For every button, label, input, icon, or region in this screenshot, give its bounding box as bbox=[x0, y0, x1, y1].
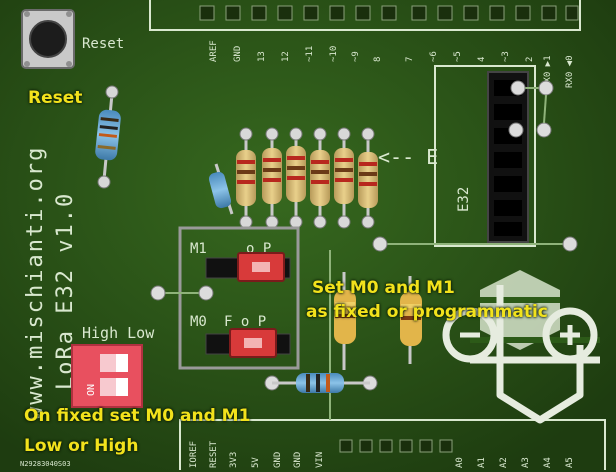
blue-resistor-mid bbox=[208, 163, 234, 215]
pin-label: A4 bbox=[543, 457, 553, 468]
pulldown-resistors bbox=[334, 272, 422, 370]
top-header-outline bbox=[149, 0, 581, 31]
pin-label: IOREF bbox=[189, 441, 199, 468]
txrx-pads bbox=[508, 80, 554, 138]
jumper-m0-label: M0 bbox=[190, 314, 207, 330]
pin-label: A0 bbox=[455, 457, 465, 468]
dip-switch bbox=[71, 344, 143, 408]
pin-label: ~5 bbox=[453, 51, 463, 62]
callout-fixed-line2: Low or High bbox=[24, 436, 139, 456]
serial-number: N29283040S03 bbox=[20, 460, 71, 468]
pin-label: A3 bbox=[521, 457, 531, 468]
pin-label: 3V3 bbox=[229, 452, 239, 468]
reset-resistor bbox=[95, 85, 121, 189]
pin-label: TX0 ▶1 bbox=[543, 55, 553, 88]
jumper-m1-label: M1 bbox=[190, 241, 207, 257]
pin-label: A1 bbox=[477, 457, 487, 468]
top-header-pins bbox=[199, 5, 579, 21]
callout-set-m0-m1-line2: as fixed or programmatic bbox=[306, 302, 548, 322]
high-low-label: High Low bbox=[82, 324, 155, 342]
e32-silk-label: E32 bbox=[456, 187, 472, 212]
pin-label: ~6 bbox=[429, 51, 439, 62]
reset-silk-label: Reset bbox=[82, 36, 124, 52]
pin-label: RX0 ◀0 bbox=[565, 55, 575, 88]
jumper-m1 bbox=[205, 252, 291, 282]
vias bbox=[150, 236, 578, 391]
pin-label: VIN bbox=[315, 452, 325, 468]
pin-label: AREF bbox=[209, 40, 219, 62]
jumper-box-outline bbox=[178, 226, 300, 370]
jumper-m0-options: F o P bbox=[224, 314, 266, 330]
pin-label: 8 bbox=[373, 57, 383, 62]
dip-on-label: ON bbox=[86, 384, 97, 396]
pin-label: RESET bbox=[209, 440, 219, 468]
pin-label: ~9 bbox=[351, 51, 361, 62]
pin-label: 4 bbox=[477, 57, 487, 62]
brand-vertical-text: www.mischianti.org bbox=[23, 146, 48, 420]
pin-label: GND bbox=[293, 452, 303, 468]
callout-set-m0-m1-line1: Set M0 and M1 bbox=[312, 278, 455, 298]
pin-label: GND bbox=[273, 452, 283, 468]
callout-fixed-line1: On fixed set M0 and M1 bbox=[24, 406, 251, 426]
pin-label: 12 bbox=[281, 51, 291, 62]
pin-label: ~10 bbox=[329, 46, 339, 62]
bee-logo bbox=[442, 270, 600, 424]
callout-reset: Reset bbox=[28, 88, 83, 108]
resistor-array bbox=[236, 127, 378, 229]
bottom-header-outline bbox=[179, 419, 606, 470]
top-header-labels: AREF GND 13 12 ~11 ~10 ~9 8 7 ~6 ~5 4 ~3… bbox=[209, 40, 575, 88]
pin-label: 2 bbox=[525, 57, 535, 62]
pin-label: 7 bbox=[405, 57, 415, 62]
jumper-m0 bbox=[205, 328, 291, 358]
pin-label: A2 bbox=[499, 457, 509, 468]
reset-button-part bbox=[21, 9, 75, 69]
pin-label: ~3 bbox=[501, 51, 511, 62]
blue-resistor-bottom bbox=[272, 373, 370, 393]
pin-label: A5 bbox=[565, 457, 575, 468]
pin-label: ~11 bbox=[305, 46, 315, 62]
bottom-header-labels: IOREF RESET 3V3 5V GND GND VIN A0 A1 A2 … bbox=[189, 440, 575, 468]
pin-label: 5V bbox=[251, 457, 261, 468]
pin-label: 13 bbox=[257, 51, 267, 62]
arrow-silk-label: <-- E bbox=[378, 145, 438, 169]
pin-label: GND bbox=[233, 46, 243, 62]
bottom-header-pins bbox=[339, 439, 453, 453]
